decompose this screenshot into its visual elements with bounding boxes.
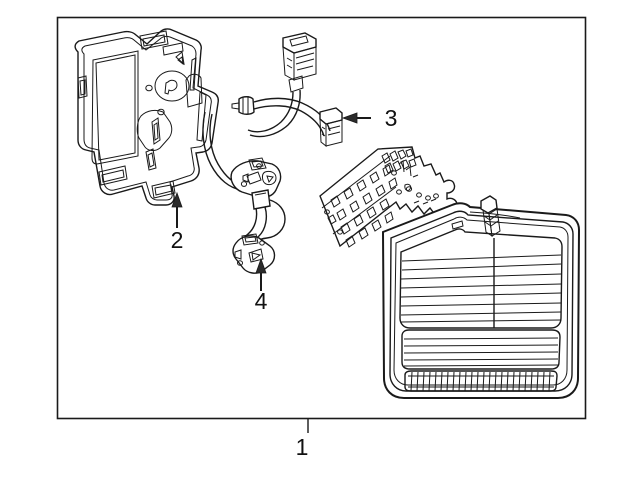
bulb-socket-harness-branch: [202, 111, 286, 274]
callout-label-4: 4: [255, 288, 268, 314]
wire-harness-socket-plug: [231, 32, 343, 148]
assembly-boundary-box: [56, 16, 587, 420]
lamp-mounting-bracket-retainer: [74, 28, 219, 206]
harness-upper-connector: [282, 32, 317, 93]
harness-grommet: [231, 96, 255, 115]
harness-lower-connector: [319, 107, 343, 148]
bulb-socket-upper: [230, 157, 282, 199]
callout-4-leader: [255, 257, 267, 291]
callout-2-leader: [171, 191, 183, 228]
bulb-socket: [232, 233, 276, 274]
callout-label-2: 2: [171, 227, 184, 253]
lamp-mounting-stud: [480, 195, 501, 238]
tail-lamp-lens-assembly: [381, 195, 581, 399]
callout-label-1: 1: [296, 434, 309, 460]
callout-3-leader: [341, 112, 371, 124]
callout-label-3: 3: [385, 105, 398, 131]
